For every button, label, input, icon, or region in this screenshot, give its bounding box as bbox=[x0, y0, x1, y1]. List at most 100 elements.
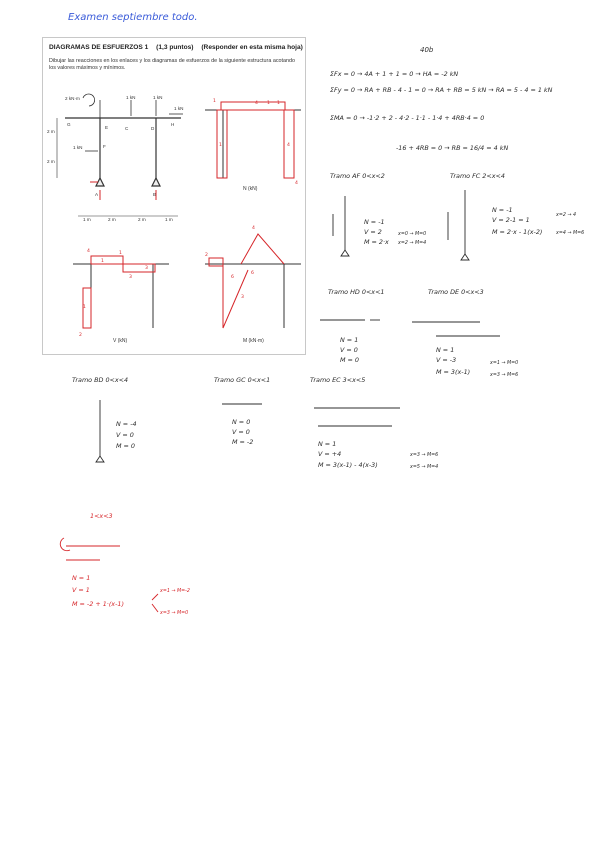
n-val-3: 1 bbox=[277, 100, 280, 106]
load-label-1: 1 kN bbox=[126, 95, 135, 100]
n-diagram-label: N (kN) bbox=[243, 186, 258, 192]
node-d: D bbox=[151, 126, 155, 131]
v-diagram-label: V (kN) bbox=[113, 338, 128, 344]
v-val-4: 3 bbox=[145, 265, 148, 271]
tramo-af-case-1: x=2 → M=4 bbox=[398, 241, 427, 246]
load-label-3: 1 kN bbox=[174, 106, 183, 111]
structure-figure bbox=[56, 93, 183, 217]
m-val-2: 6 bbox=[231, 274, 234, 280]
n-val-0: 1 bbox=[213, 98, 216, 104]
dim-v-1: 2 m bbox=[47, 159, 55, 164]
dim-h-1: 2 m bbox=[108, 217, 116, 222]
tramo-fc-v: V = 2-1 = 1 bbox=[492, 216, 530, 224]
tramo-red-n: N = 1 bbox=[72, 574, 91, 582]
tramo-red-title: 1<x<3 bbox=[90, 512, 113, 520]
tramo-fc-m: M = 2·x - 1(x-2) bbox=[492, 228, 543, 236]
v-diagram bbox=[73, 255, 169, 329]
tramo-fc-title: Tramo FC 2<x<4 bbox=[450, 172, 505, 180]
m-val-3: 6 bbox=[251, 270, 254, 276]
load-label-2: 1 kN bbox=[153, 95, 162, 100]
tramo-de-case-0: x=1 → M=0 bbox=[490, 361, 519, 366]
tramo-ec-case-0: x=3 → M=6 bbox=[410, 453, 439, 458]
dim-v-0: 2 m bbox=[47, 129, 55, 134]
n-diagram bbox=[205, 101, 301, 179]
tramo-de-v: V = -3 bbox=[436, 356, 457, 364]
tramo-fc-case-0: x=2 → 4 bbox=[556, 213, 577, 218]
equilibrium-line-3: -16 + 4RB = 0 → RB = 16/4 = 4 kN bbox=[396, 144, 509, 152]
tramo-gc-title: Tramo GC 0<x<1 bbox=[214, 376, 271, 384]
v-val-1: 1 bbox=[101, 258, 104, 264]
node-a: A bbox=[95, 192, 99, 197]
tramo-gc-m: M = -2 bbox=[232, 438, 254, 446]
tramo-bd-n: N = -4 bbox=[116, 420, 137, 428]
sheet-title: DIAGRAMAS DE ESFUERZOS 1 bbox=[49, 44, 149, 51]
tramo-ec-m: M = 3(x-1) - 4(x-3) bbox=[318, 461, 378, 469]
tramo-gc-n: N = 0 bbox=[232, 418, 251, 426]
tramo-hd-v: V = 0 bbox=[340, 346, 358, 354]
equilibrium-line-2: ΣMA = 0 → -1·2 + 2 - 4·2 - 1·1 - 1·4 + 4… bbox=[330, 114, 485, 122]
equilibrium-line-0: ΣFx = 0 → 4A + 1 + 1 = 0 → HA = -2 kN bbox=[330, 70, 459, 78]
dim-h-3: 1 m bbox=[165, 217, 173, 222]
v-val-3: 3 bbox=[129, 274, 132, 280]
page-number: 40b bbox=[420, 46, 434, 54]
tramo-fc-case-1: x=4 → M=6 bbox=[556, 231, 585, 236]
sheet-figures: 2 kN·m 1 kN 1 kN 1 kN 1 kN 2 m 2 m 1 m 2… bbox=[47, 93, 301, 344]
tramo-hd-title: Tramo HD 0<x<1 bbox=[328, 288, 385, 296]
node-h: H bbox=[171, 122, 174, 127]
tramo-gc-v: V = 0 bbox=[232, 428, 250, 436]
dim-h-2: 2 m bbox=[138, 217, 146, 222]
tramo-af-case-0: x=0 → M=0 bbox=[398, 232, 427, 237]
tramo-fc-n: N = -1 bbox=[492, 206, 513, 214]
n-val-2: 1 bbox=[267, 100, 270, 106]
load-moment-label: 2 kN·m bbox=[65, 96, 80, 101]
tramo-red-m: M = -2 + 1·(x-1) bbox=[72, 600, 124, 608]
tramo-red-v: V = 1 bbox=[72, 586, 90, 594]
tramo-ec-v: V = +4 bbox=[318, 450, 342, 458]
node-f: F bbox=[103, 144, 106, 149]
tramo-af-title: Tramo AF 0<x<2 bbox=[330, 172, 385, 180]
m-val-0: 4 bbox=[252, 225, 255, 231]
node-e: E bbox=[105, 125, 108, 130]
tramo-de-n: N = 1 bbox=[436, 346, 455, 354]
tramo-ec-n: N = 1 bbox=[318, 440, 337, 448]
tramo-de-m: M = 3(x-1) bbox=[436, 368, 471, 376]
m-diagram-label: M (kN·m) bbox=[243, 338, 264, 344]
tramo-af-v: V = 2 bbox=[364, 228, 382, 236]
tramo-de-case-1: x=3 → M=6 bbox=[490, 373, 519, 378]
tramo-af-m: M = 2·x bbox=[364, 238, 389, 246]
tramo-red-case-0: x=1 → M=-2 bbox=[160, 589, 190, 594]
m-diagram bbox=[205, 233, 301, 329]
m-val-4: 3 bbox=[241, 294, 244, 300]
tramo-hd-n: N = 1 bbox=[340, 336, 359, 344]
tramo-bd-v: V = 0 bbox=[116, 431, 134, 439]
m-val-1: 2 bbox=[205, 252, 208, 258]
reaction-arrows bbox=[90, 181, 157, 200]
tramo-bd-m: M = 0 bbox=[116, 442, 135, 450]
node-c: C bbox=[125, 126, 129, 131]
n-val-6: 4 bbox=[295, 180, 298, 186]
sheet-points: (1,3 puntos) bbox=[156, 44, 194, 51]
tramo-bd-title: Tramo BD 0<x<4 bbox=[72, 376, 129, 384]
tramo-ec-case-1: x=5 → M=4 bbox=[410, 465, 439, 470]
v-val-6: 2 bbox=[79, 332, 82, 338]
v-val-0: 4 bbox=[87, 248, 90, 254]
tramo-de-title: Tramo DE 0<x<3 bbox=[428, 288, 484, 296]
tramo-red-case-1: x=3 → M=0 bbox=[160, 611, 189, 616]
node-g: G bbox=[67, 122, 71, 127]
equilibrium-line-1: ΣFy = 0 → RA + RB - 4 - 1 = 0 → RA + RB … bbox=[330, 86, 553, 94]
node-b: B bbox=[153, 192, 156, 197]
sheet-instructions: Dibujar las reacciones en los enlaces y … bbox=[49, 58, 296, 71]
n-val-4: 1 bbox=[219, 142, 222, 148]
tramo-af-n: N = -1 bbox=[364, 218, 385, 226]
dim-h-0: 1 m bbox=[83, 217, 91, 222]
tramo-hd-m: M = 0 bbox=[340, 356, 359, 364]
problem-sheet: DIAGRAMAS DE ESFUERZOS 1 (1,3 puntos) (R… bbox=[42, 37, 306, 355]
header-note: Examen septiembre todo. bbox=[68, 12, 198, 23]
tramo-ec-title: Tramo EC 3<x<5 bbox=[310, 376, 366, 384]
n-val-1: 4 bbox=[255, 100, 258, 106]
v-val-5: 1 bbox=[83, 304, 86, 310]
load-label-4: 1 kN bbox=[73, 145, 82, 150]
n-val-5: 4 bbox=[287, 142, 290, 148]
v-val-2: 1 bbox=[119, 250, 122, 256]
